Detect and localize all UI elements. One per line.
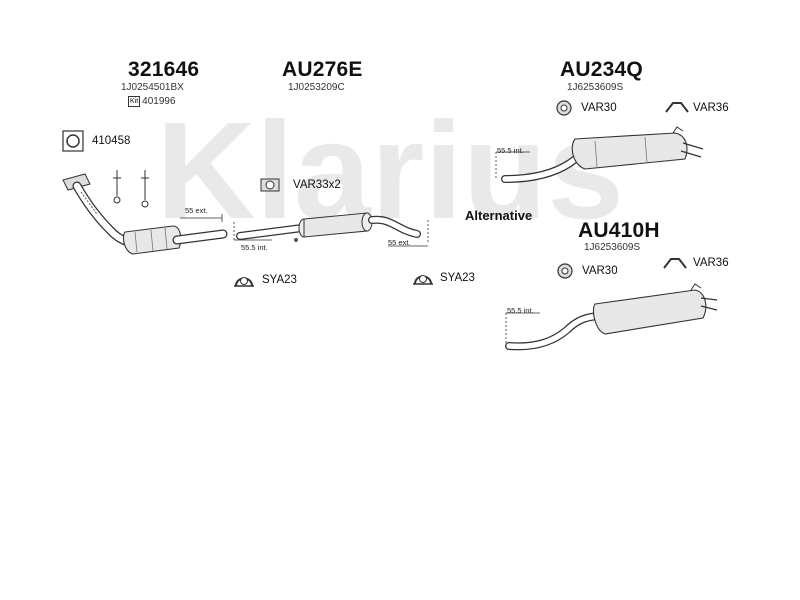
rear-oe-number: 1J6253609S: [567, 82, 624, 93]
rear-part-number: AU234Q: [560, 58, 643, 81]
gasket-ring-icon: [62, 130, 84, 152]
rear-alt-oe-number: 1J6253609S: [584, 242, 641, 253]
middle-ext-dimension: 55 ext.: [388, 238, 411, 247]
middle-ext-dimension-line: [388, 220, 429, 247]
rear-int-dimension: 55.5 int.: [497, 146, 524, 155]
rear-silencer-drawing: [501, 126, 704, 183]
rear-int-dimension-line: [495, 151, 530, 180]
hanger-bracket-icon: [665, 102, 689, 113]
rear-alt-hanger1-label: VAR30: [582, 265, 618, 277]
rubber-hanger-alt-icon: [557, 263, 573, 279]
front-pipe-catalyst-drawing: [62, 170, 228, 255]
clamp-left-label: SYA23: [262, 274, 297, 286]
clamp-right-label: SYA23: [440, 272, 475, 284]
front-ext-dimension-line: [180, 214, 223, 222]
rear-alt-int-dimension: 55.5 int.: [507, 306, 534, 315]
middle-int-dimension-line: [233, 222, 272, 242]
hanger-bracket-alt-icon: [663, 258, 687, 269]
front-oe-number: 1J0254501BX: [121, 82, 184, 93]
middle-part-number: AU276E: [282, 58, 363, 81]
rubber-mount-icon: [260, 178, 280, 192]
middle-int-dimension: 55.5 int.: [241, 243, 268, 252]
middle-pipe-silencer-drawing: [236, 212, 421, 242]
middle-oe-number: 1J0253209C: [288, 82, 345, 93]
alternative-label: Alternative: [465, 208, 533, 223]
mount-part-number: VAR33x2: [293, 179, 341, 191]
rear-alt-part-number: AU410H: [578, 219, 660, 242]
kit-badge-icon: Kit: [128, 96, 141, 107]
rear-hanger2-label: VAR36: [693, 102, 729, 114]
rear-alt-silencer-drawing: [505, 283, 718, 351]
front-ext-dimension: 55 ext.: [185, 206, 208, 215]
rear-alt-int-dimension-line: [505, 312, 540, 347]
front-kit-number: 401996: [142, 96, 176, 107]
gasket-part-number: 410458: [92, 135, 131, 147]
rear-hanger1-label: VAR30: [581, 102, 617, 114]
rear-alt-hanger2-label: VAR36: [693, 257, 729, 269]
front-part-number: 321646: [128, 58, 200, 81]
clamp-right-icon: [413, 275, 433, 285]
clamp-left-icon: [234, 277, 254, 287]
rubber-hanger-icon: [556, 100, 572, 116]
front-kit: Kit 401996: [128, 96, 176, 107]
